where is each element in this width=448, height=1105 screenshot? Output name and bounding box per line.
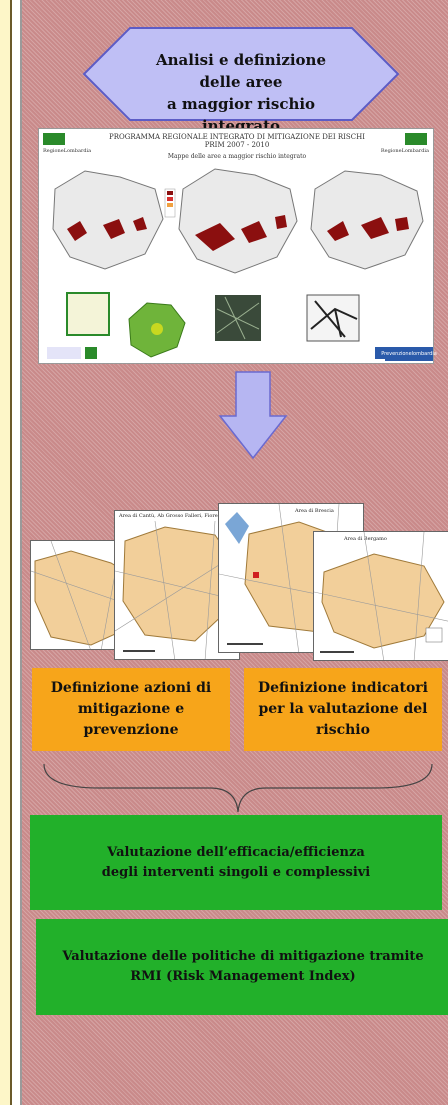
curly-brace xyxy=(43,763,433,813)
poster-logo-right-text: RegioneLombardia xyxy=(380,148,429,154)
evaluation-box: Valutazione dell’efficacia/efficienza de… xyxy=(30,815,442,910)
risk-map-3 xyxy=(310,170,424,270)
poster-subtitle: Mappe delle aree a maggior rischio integ… xyxy=(167,153,307,160)
rmi-evaluation-box: Valutazione delle politiche di mitigazio… xyxy=(36,919,448,1015)
map-sheet-2-label: Area di Cantù, Ab Grosso Falleri, Fioren… xyxy=(119,513,235,519)
mitigation-actions-box: Definizione azioni di mitigazione e prev… xyxy=(32,668,230,751)
top-banner xyxy=(82,27,400,121)
poster-title-line2: PRIM 2007 - 2010 xyxy=(204,141,270,149)
map-sheet-3-label: Area di Brescia xyxy=(295,508,334,514)
left-side-panel xyxy=(0,0,12,1105)
risk-indicators-box: Definizione indicatori per la valutazion… xyxy=(244,668,442,751)
evaluation-line1: Valutazione dell’efficacia/efficienza xyxy=(107,844,365,860)
poster-logo-left-text: RegioneLombardia xyxy=(43,148,92,154)
map-sheet-4-label: Area di Bergamo xyxy=(344,536,387,542)
rmi-line2: RMI (Risk Management Index) xyxy=(130,969,356,984)
poster-image: RegioneLombardia RegioneLombardia PROGRA… xyxy=(38,128,437,364)
poster-title-line1: PROGRAMMA REGIONALE INTEGRATO DI MITIGAZ… xyxy=(109,133,365,141)
evaluation-line2: degli interventi singoli e complessivi xyxy=(101,864,371,880)
rmi-line1: Valutazione delle politiche di mitigazio… xyxy=(62,949,424,964)
poster-footer-logo: Prevenzionelombardia xyxy=(381,347,437,361)
poster-risk-maps xyxy=(52,168,424,274)
map-sheet-4: Area di Bergamo xyxy=(313,531,448,661)
down-arrow xyxy=(218,371,288,460)
poster-thumbnails xyxy=(47,292,387,359)
banner-line1: Analisi e definizione delle aree xyxy=(155,51,326,91)
risk-map-1 xyxy=(52,170,164,270)
risk-map-2 xyxy=(178,168,298,274)
region-logo-right xyxy=(405,133,427,145)
diagram-panel: Analisi e definizione delle aree a maggi… xyxy=(20,0,448,1105)
region-logo-left xyxy=(43,133,65,145)
